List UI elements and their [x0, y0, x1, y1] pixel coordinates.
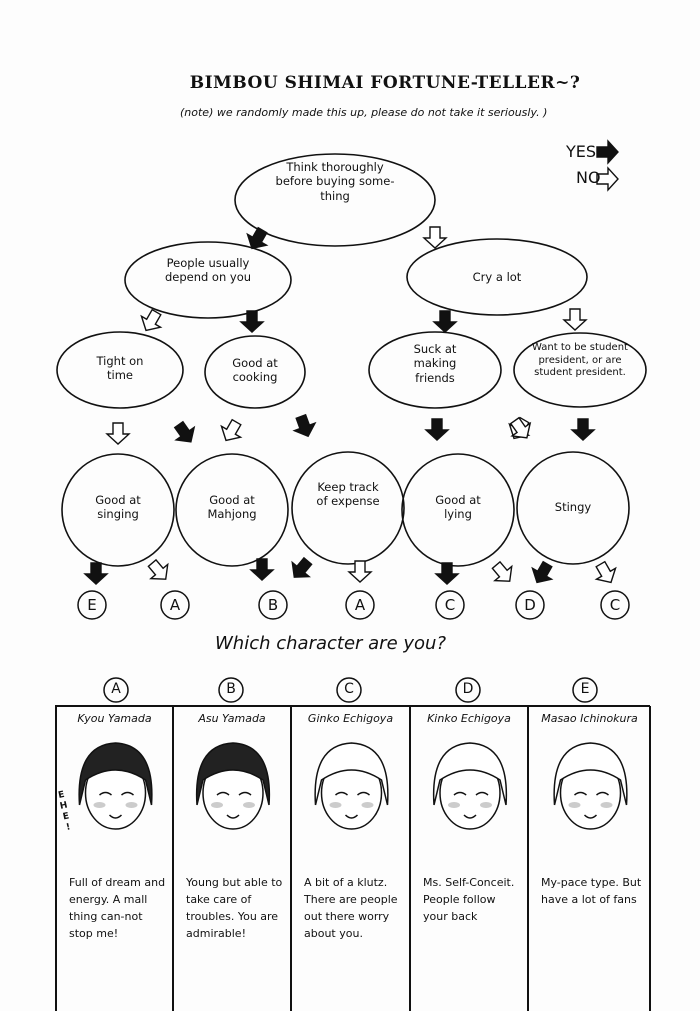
yes-arrow-icon: [173, 420, 196, 443]
no-arrow-icon: [347, 560, 373, 583]
yes-arrow-icon: [432, 310, 458, 333]
result-letter: E: [87, 596, 97, 614]
character-letter-circle: [455, 677, 481, 703]
node-president-shape: [513, 332, 647, 408]
character-name: Ginko Echigoya: [307, 712, 394, 725]
result-letter: A: [169, 596, 181, 614]
yes-arrow-icon: [570, 418, 596, 441]
character-letter: C: [344, 681, 354, 697]
node-president: Want to be student president, or are stu…: [532, 342, 628, 378]
yes-arrow-icon: [424, 418, 450, 441]
character-portrait: [195, 742, 271, 830]
no-arrow-icon: [594, 560, 617, 584]
character-card-asu-yamada: Asu Yamada Young but able to take care o…: [172, 706, 290, 1011]
character-letter: D: [462, 681, 474, 697]
node-cooking: Good at cooking: [232, 356, 278, 385]
legend-no: NO: [576, 168, 601, 187]
question-heading: Which character are you?: [215, 633, 447, 654]
character-letter-circle: [336, 677, 362, 703]
yes-arrow-icon: [531, 560, 554, 584]
result-circle: [515, 590, 545, 620]
character-name: Kinko Echigoya: [427, 712, 511, 725]
node-cry: Cry a lot: [472, 270, 522, 284]
yes-arrow-icon: [83, 562, 109, 585]
yes-arrow-icon: [239, 310, 265, 333]
character-letter-circle: [103, 677, 129, 703]
character-description: A bit of a klutz. There are people out t…: [304, 876, 398, 941]
character-letter: E: [580, 681, 590, 697]
no-arrow-icon: [105, 422, 131, 445]
node-mahjong-shape: [175, 453, 289, 567]
character-description: My-pace type. But have a lot of fans: [541, 876, 642, 907]
character-letter-circle: [218, 677, 244, 703]
no-arrow-icon: [491, 560, 513, 582]
no-arrow-icon: [562, 308, 588, 331]
character-card-ginko-echigoya: Ginko Echigoya A bit of a klutz. There a…: [290, 706, 409, 1011]
node-singing-shape: [61, 453, 175, 567]
character-name: Kyou Yamada: [77, 712, 152, 725]
character-portrait: [432, 742, 508, 830]
node-depend: People usually depend on you: [164, 256, 252, 285]
result-circle: [77, 590, 107, 620]
node-start: Think thoroughly before buying some-thin…: [275, 160, 395, 203]
yes-arrow-icon: [246, 226, 269, 250]
node-start-shape: [234, 153, 436, 247]
result-letter: D: [524, 596, 536, 614]
result-letter: B: [267, 596, 279, 614]
character-letter: B: [226, 681, 236, 697]
result-circle: [258, 590, 288, 620]
node-cooking-shape: [204, 335, 306, 409]
character-portrait: [553, 742, 628, 830]
character-letter: A: [111, 681, 121, 697]
character-portrait: [314, 742, 389, 830]
no-arrow-icon: [596, 166, 619, 192]
character-description: Young but able to take care of troubles.…: [186, 876, 283, 941]
result-circle: [600, 590, 630, 620]
legend-yes: YES: [566, 142, 597, 161]
node-expense-shape: [291, 451, 405, 565]
no-arrow-icon: [220, 418, 243, 442]
node-tight-shape: [56, 331, 184, 409]
result-circle: [345, 590, 375, 620]
character-card-kinko-echigoya: Kinko Echigoya Ms. Self-Conceit. People …: [409, 706, 527, 1011]
node-friends-shape: [368, 331, 502, 409]
result-letter: C: [444, 596, 456, 614]
node-friends: Suck at making friends: [413, 342, 457, 385]
no-arrow-icon: [140, 308, 163, 332]
character-card-kyou-yamada: Kyou Yamada Full of dream and energy. A …: [55, 706, 172, 1011]
node-mahjong: Good at Mahjong: [207, 493, 257, 522]
no-arrow-icon: [422, 226, 448, 249]
yes-arrow-icon: [596, 139, 619, 165]
character-name: Masao Ichinokura: [541, 712, 638, 725]
node-lying-shape: [401, 453, 515, 567]
yes-arrow-icon: [292, 413, 317, 438]
character-description: Full of dream and energy. A mall thing c…: [69, 876, 166, 941]
node-expense: Keep track of expense: [316, 480, 380, 509]
character-card-masao-ichinokura: Masao Ichinokura My-pace type. But have …: [527, 706, 650, 1011]
result-circle: [435, 590, 465, 620]
yes-arrow-icon: [249, 558, 275, 581]
result-circle: [160, 590, 190, 620]
node-stingy-shape: [516, 451, 630, 565]
node-tight: Tight on time: [96, 354, 144, 383]
yes-arrow-icon: [291, 556, 313, 578]
node-singing: Good at singing: [95, 493, 141, 522]
character-name: Asu Yamada: [198, 712, 266, 725]
no-arrow-icon: [147, 558, 169, 580]
disclaimer-note: (note) we randomly made this up, please …: [180, 106, 548, 119]
character-portrait: [78, 742, 153, 830]
page-title: BIMBOU SHIMAI FORTUNE-TELLER~?: [189, 73, 581, 93]
node-stingy: Stingy: [554, 500, 592, 514]
node-lying: Good at lying: [435, 493, 481, 522]
character-description: Ms. Self-Conceit. People follow your bac…: [423, 876, 515, 924]
result-letter: C: [609, 596, 621, 614]
node-depend-shape: [124, 241, 292, 319]
result-letter: A: [354, 596, 366, 614]
node-cry-shape: [406, 238, 588, 316]
yes-arrow-icon: [434, 562, 460, 585]
no-arrow-icon: [509, 416, 532, 439]
character-letter-circle: [572, 677, 598, 703]
